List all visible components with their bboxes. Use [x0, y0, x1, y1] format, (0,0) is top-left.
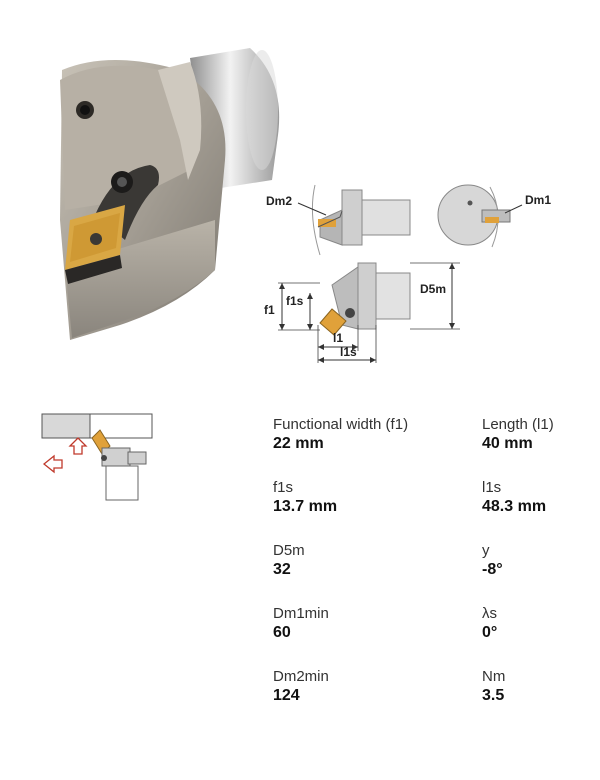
spec-value: 48.3 mm	[482, 498, 547, 515]
spec-label: f1s	[273, 479, 294, 496]
spec-f1s: f1s 13.7 mm	[273, 479, 473, 517]
spec-label: Nm	[482, 668, 506, 685]
spec-nm: Nm 3.5	[482, 668, 600, 706]
product-photo	[60, 48, 280, 340]
d5m-label: D5m	[420, 282, 446, 296]
end-view-drawing	[437, 184, 511, 248]
spec-value: 60	[273, 624, 291, 641]
l1s-label: l1s	[340, 345, 357, 359]
f1-label: f1	[264, 303, 275, 317]
spec-label: Functional width (f1)	[273, 416, 409, 433]
spec-label: y	[482, 542, 490, 559]
spec-dm1min: Dm1min 60	[273, 605, 473, 643]
spec-value: 40 mm	[482, 435, 533, 452]
dimension-drawings: Dm2 Dm1 D5m f1 f1s l1 l1s	[264, 184, 551, 363]
spec-value: 22 mm	[273, 435, 324, 452]
spec-dm2min: Dm2min 124	[273, 668, 473, 706]
spec-functional-width: Functional width (f1) 22 mm	[273, 416, 473, 454]
spec-lambda-s: λs 0°	[482, 605, 600, 643]
f1s-label: f1s	[286, 294, 304, 308]
spec-value: 124	[273, 687, 300, 704]
spec-value: 13.7 mm	[273, 498, 338, 515]
spec-value: -8°	[482, 561, 503, 578]
spec-d5m: D5m 32	[273, 542, 473, 580]
top-view-drawing	[319, 262, 411, 336]
spec-label: Dm2min	[273, 668, 329, 685]
spec-label: λs	[482, 605, 497, 622]
spec-l1s: l1s 48.3 mm	[482, 479, 600, 517]
dm2-label: Dm2	[266, 194, 292, 208]
machining-direction-icon	[41, 413, 153, 501]
l1-label: l1	[333, 331, 343, 345]
spec-length: Length (l1) 40 mm	[482, 416, 600, 454]
side-view-drawing	[311, 184, 411, 256]
spec-label: Dm1min	[273, 605, 329, 622]
spec-value: 32	[273, 561, 291, 578]
spec-value: 3.5	[482, 687, 505, 704]
spec-label: Length (l1)	[482, 416, 554, 433]
spec-label: D5m	[273, 542, 305, 559]
spec-label: l1s	[482, 479, 502, 496]
spec-y: y -8°	[482, 542, 600, 580]
spec-value: 0°	[482, 624, 498, 641]
dm1-label: Dm1	[525, 193, 551, 207]
